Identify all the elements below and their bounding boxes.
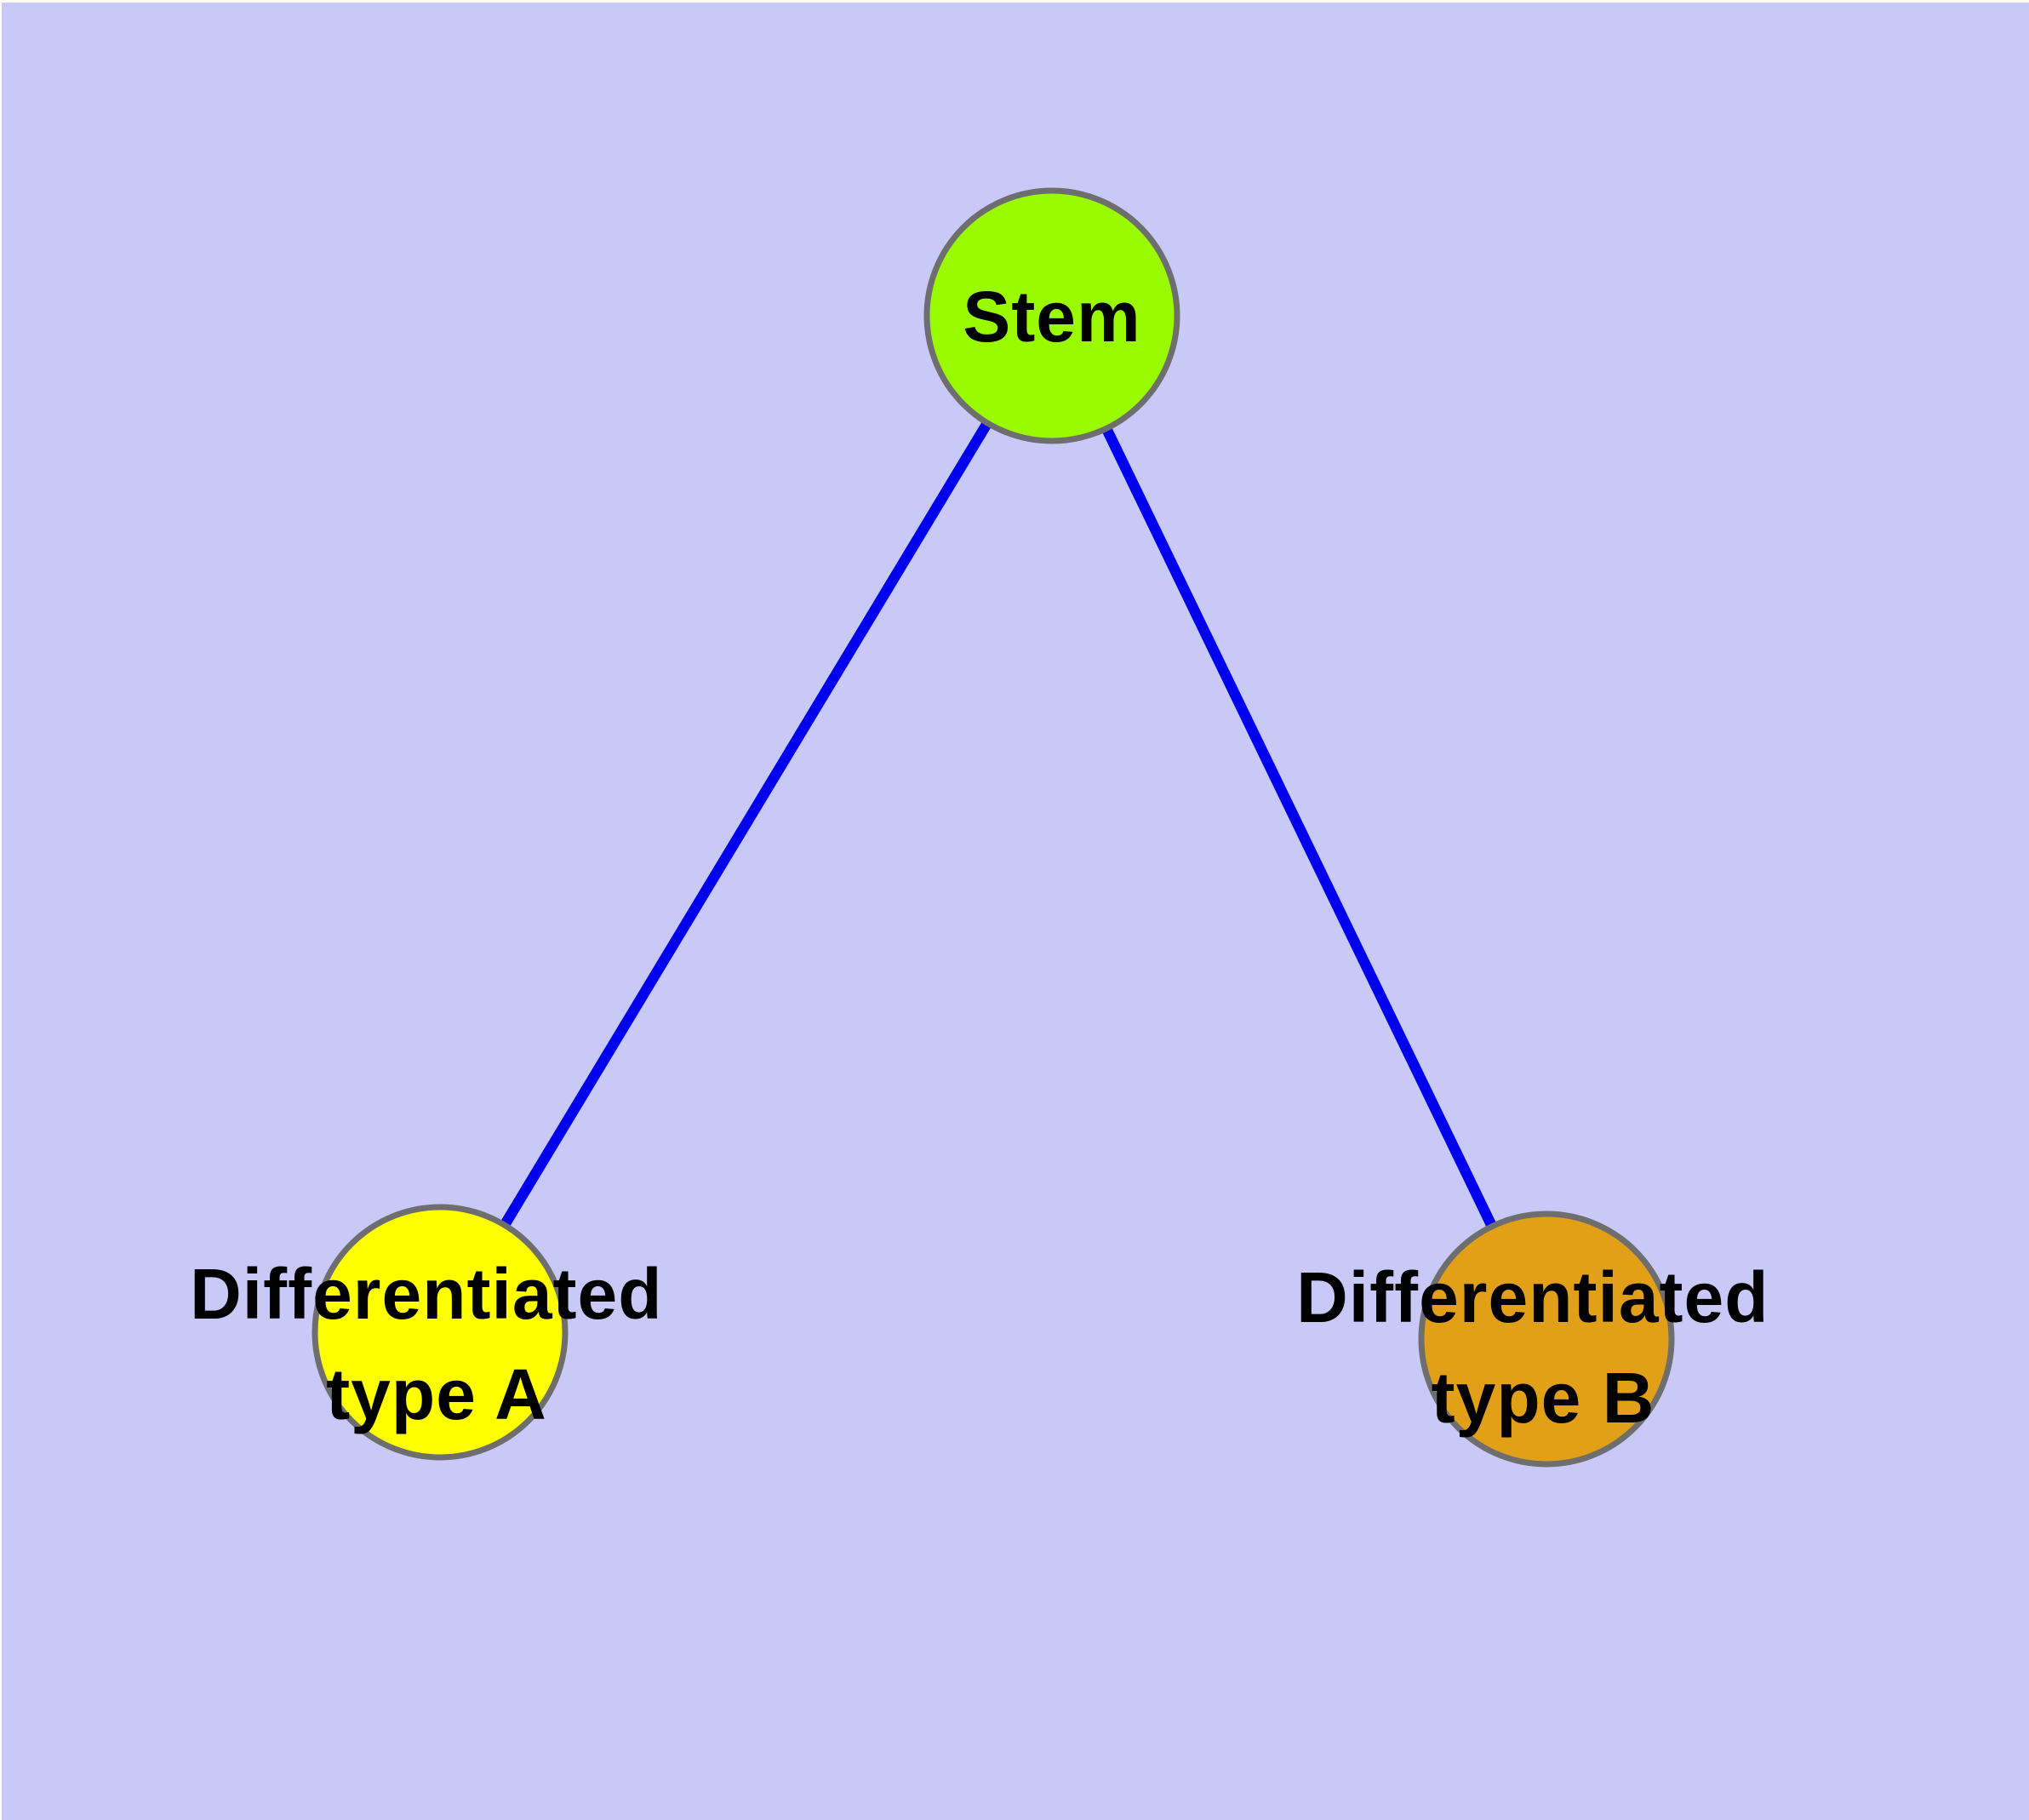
node-label-line: Differentiated (1296, 1257, 1769, 1337)
node-label-line: Differentiated (190, 1254, 662, 1334)
node-label-line: type A (326, 1354, 547, 1434)
label-group: Stem Differentiated type A Differentiate… (190, 277, 1790, 1438)
node-label-differentiated-type-a: Differentiated type A (190, 1254, 683, 1434)
node-label-line: Stem (963, 277, 1140, 357)
node-label-line: type B (1432, 1358, 1655, 1438)
node-label-differentiated-type-b: Differentiated type B (1296, 1257, 1790, 1438)
edge-stem-to-type-b (1047, 313, 1552, 1342)
edge-group (435, 312, 1552, 1342)
node-group (311, 187, 1675, 1468)
node-label-stem: Stem (963, 277, 1140, 357)
edge-stem-to-type-a (435, 312, 1057, 1336)
node-differentiated-type-b[interactable] (1418, 1210, 1675, 1468)
node-differentiated-type-a[interactable] (311, 1204, 569, 1461)
node-stem[interactable] (923, 187, 1180, 444)
